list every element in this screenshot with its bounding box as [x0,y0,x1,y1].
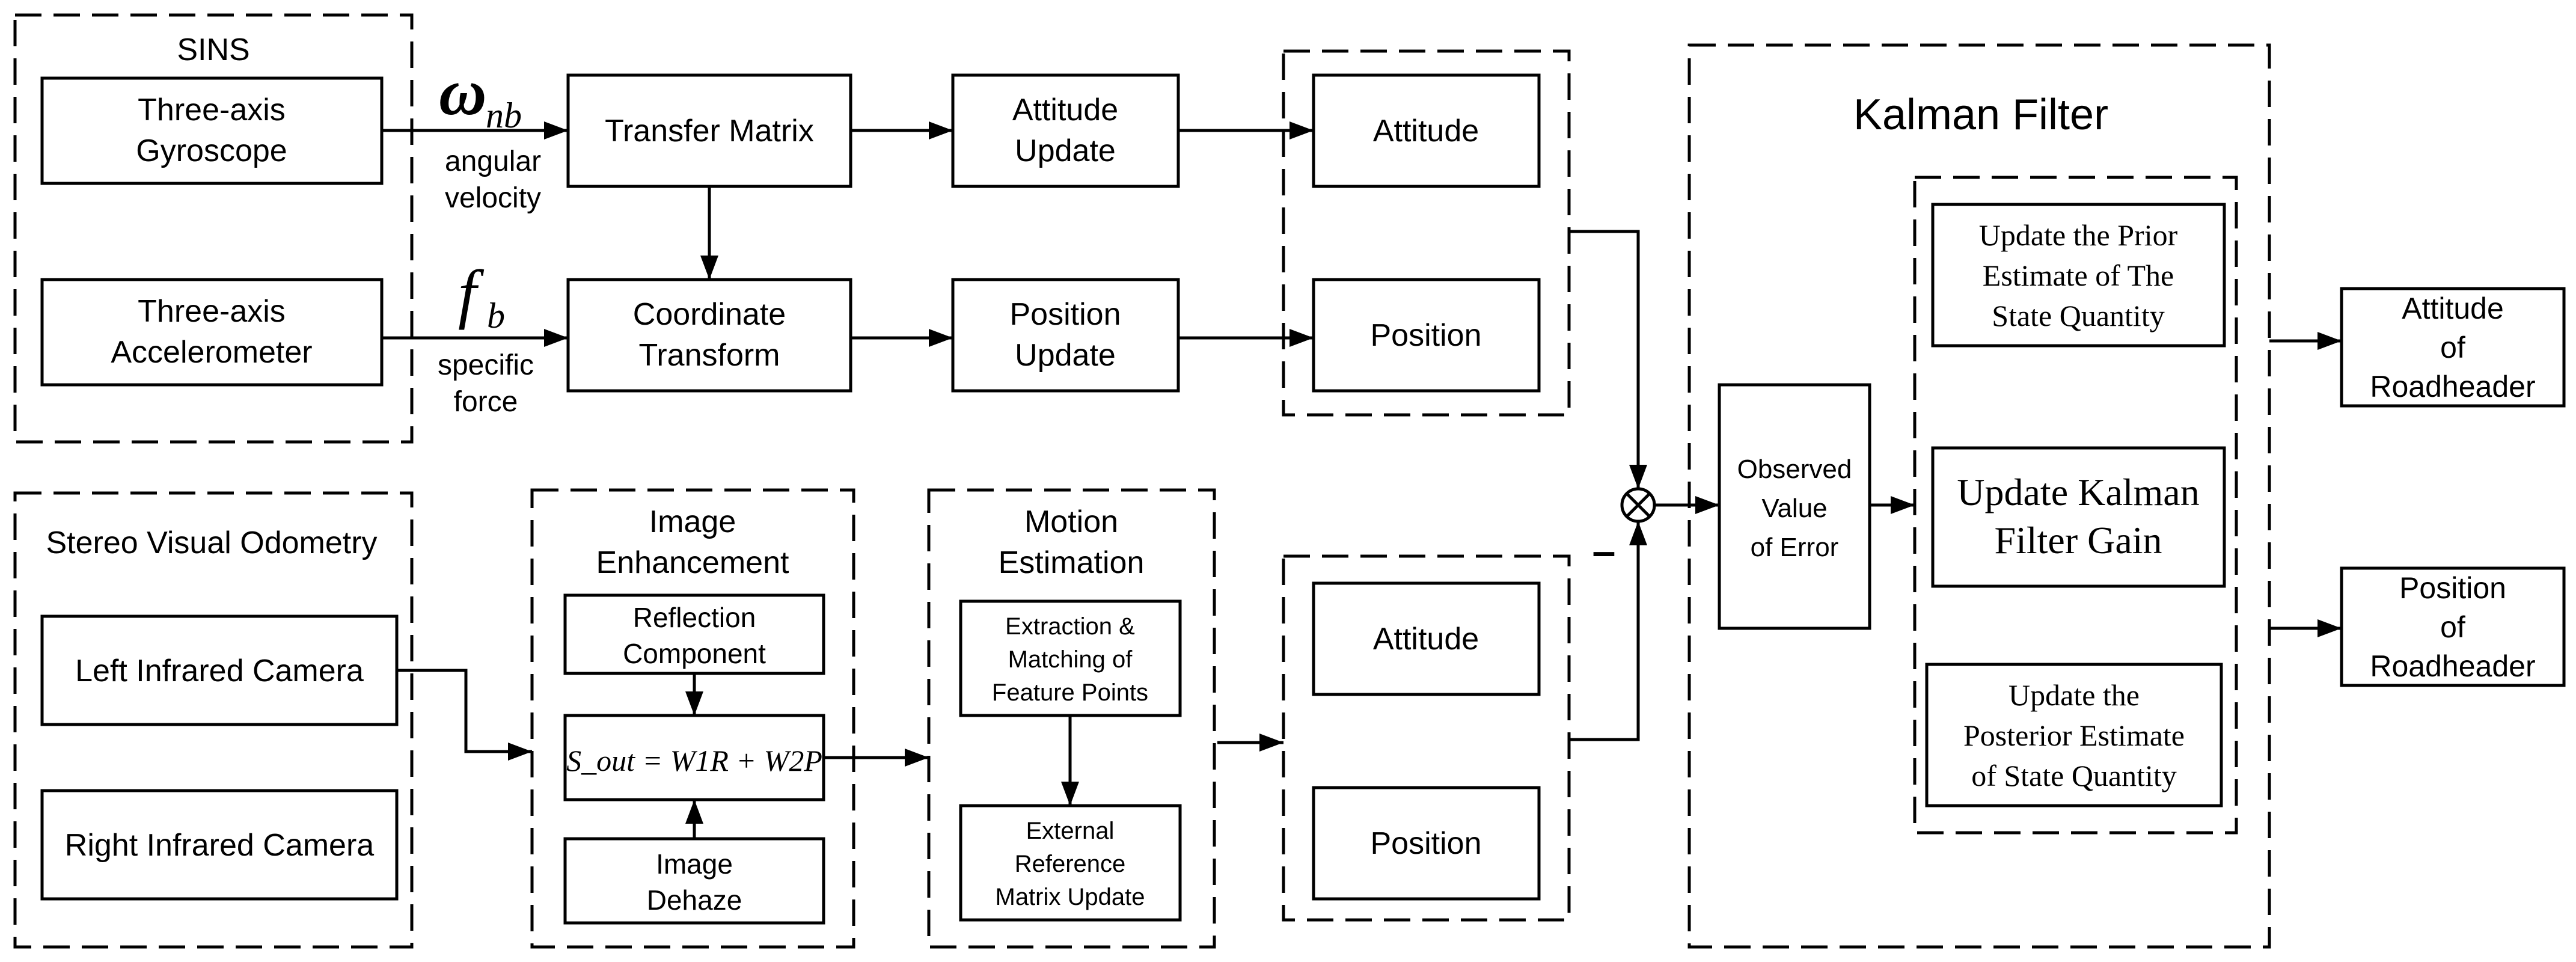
angular-velocity-label-1: angular [445,146,541,177]
sins-position-label: Position [1371,318,1482,353]
formula-text: S_out = W1R + W2P [566,744,822,777]
prior-label-2: Estimate of The [1983,259,2174,292]
specific-force-label-2: force [454,386,518,418]
coordinate-transform-label-1: Coordinate [633,297,786,332]
reflection-box [563,593,825,675]
sins-group [13,13,414,444]
observed-label-2: Value [1761,494,1827,523]
position-output-box [2340,566,2566,687]
position-output-label-1: Position [2399,571,2506,605]
gain-label-2: Filter Gain [1994,519,2162,562]
coordinate-transform-label-2: Transform [639,338,780,373]
sins-attitude-label: Attitude [1373,114,1479,149]
reflection-label-1: Reflection [633,602,756,633]
external-label-1: External [1026,818,1115,844]
posterior-label-2: Posterior Estimate [1963,718,2185,752]
arrow-sins-to-junction [1569,230,1647,489]
vo-position-box [1312,786,1541,901]
enhancement-title-2: Enhancement [596,545,789,580]
position-update-box [951,278,1180,393]
prior-label-3: State Quantity [1992,299,2164,332]
position-update-label-2: Update [1015,338,1116,373]
transfer-matrix-label: Transfer Matrix [605,114,814,149]
gyroscope-label-1: Three-axis [138,93,286,127]
left-camera-box [40,614,399,726]
observed-box [1718,383,1871,630]
attitude-update-label-2: Update [1015,133,1116,168]
attitude-output-box [2340,287,2566,408]
posterior-box [1925,663,2223,807]
arrow-cameras-to-enhancement [397,669,532,761]
feature-box [959,599,1182,717]
accelerometer-box [40,278,384,387]
vo-title: Stereo Visual Odometry [46,525,377,560]
motion-title-2: Estimation [999,545,1145,580]
left-camera-label: Left Infrared Camera [75,654,364,688]
vo-position-label: Position [1371,826,1482,861]
observed-label-1: Observed [1737,455,1852,484]
sum-junction-cross-b [1626,492,1651,518]
angular-velocity-label-2: velocity [445,182,541,214]
sins-title: SINS [177,32,249,67]
posterior-label-1: Update the [2008,678,2140,712]
transfer-matrix-box [566,73,852,188]
gain-box [1931,446,2226,588]
dehaze-label-2: Dehaze [647,884,742,916]
attitude-output-label-3: Roadheader [2370,370,2535,403]
vo-group [13,491,414,949]
reflection-label-2: Component [623,638,766,669]
dehaze-label-1: Image [656,848,733,880]
position-update-label-1: Position [1010,297,1121,332]
feature-label-1: Extraction & [1005,613,1135,640]
arrow-vo-to-junction [1569,521,1647,741]
feature-label-2: Matching of [1008,646,1133,673]
minus-sign: – [1592,527,1616,574]
f-subscript: b [487,296,505,335]
right-camera-label: Right Infrared Camera [65,828,375,863]
prior-label-1: Update the Prior [1979,218,2178,252]
attitude-output-label-1: Attitude [2402,292,2504,325]
posterior-label-3: of State Quantity [1971,759,2177,792]
kalman-group [1687,43,2271,949]
omega-symbol: ω [439,55,487,129]
right-camera-box [40,789,399,901]
sins-position-box [1312,278,1541,393]
accelerometer-label-1: Three-axis [138,294,286,329]
kalman-title: Kalman Filter [1853,91,2108,139]
observed-label-3: of Error [1751,533,1839,562]
omega-subscript: nb [486,96,522,135]
vo-attitude-box [1312,581,1541,696]
accelerometer-label-2: Accelerometer [111,335,312,370]
prior-box [1931,203,2226,348]
motion-group [927,488,1216,949]
coordinate-transform-box [566,278,852,393]
position-output-label-3: Roadheader [2370,649,2535,683]
sins-attitude-box [1312,73,1541,188]
external-box [959,804,1182,922]
position-output-label-2: of [2440,610,2465,644]
f-symbol: f [458,257,485,330]
enhancement-group [530,488,855,949]
formula-box [563,714,825,801]
enhancement-title-1: Image [649,504,736,539]
vo-attitude-label: Attitude [1373,622,1479,657]
attitude-update-label-1: Attitude [1012,93,1118,127]
external-label-3: Matrix Update [996,884,1145,910]
gyroscope-label-2: Gyroscope [136,133,287,168]
specific-force-label-1: specific [438,349,534,381]
feature-label-3: Feature Points [992,679,1148,706]
attitude-update-box [951,73,1180,188]
external-label-2: Reference [1015,851,1126,877]
attitude-output-label-2: of [2440,331,2465,364]
motion-title-1: Motion [1024,504,1118,539]
gain-label-1: Update Kalman [1957,471,2199,513]
